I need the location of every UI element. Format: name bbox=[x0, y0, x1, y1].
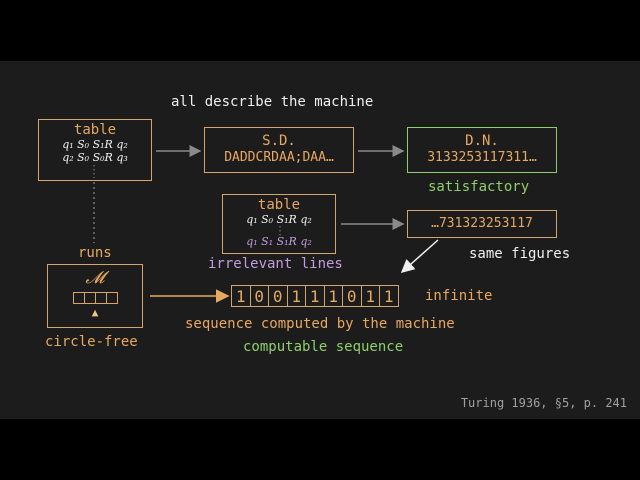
irrelevant-lines-label: irrelevant lines bbox=[208, 256, 343, 272]
tape-cell: 0 bbox=[268, 285, 288, 307]
computable-sequence-label: computable sequence bbox=[243, 339, 404, 355]
machine-tape bbox=[48, 292, 142, 304]
tape-cell: 1 bbox=[323, 285, 343, 307]
tape-cell: 0 bbox=[342, 285, 362, 307]
table-variant-line-1: q₁ S₀ S₁R q₂ bbox=[246, 213, 312, 226]
heading: all describe the machine bbox=[171, 94, 374, 110]
dn-value: 3133253117311… bbox=[427, 150, 537, 165]
table-line-1: q₁ S₀ S₁R q₂ bbox=[62, 138, 128, 151]
infinite-label: infinite bbox=[425, 288, 493, 304]
runs-label: runs bbox=[78, 245, 112, 261]
dn-tail-value: …731323253117 bbox=[431, 216, 533, 231]
machine-tape-cell bbox=[106, 292, 118, 304]
diagram-canvas bbox=[0, 61, 640, 419]
sd-box: S.D. DADDCRDAA;DAA… bbox=[204, 127, 354, 173]
table-variant-box: table q₁ S₀ S₁R q₂ q₁ S₁ S₁R q₂ bbox=[222, 194, 336, 254]
machine-box: 𝓜 ▲ bbox=[47, 264, 143, 328]
machine-head-icon: ▲ bbox=[91, 306, 99, 319]
dn-title: D.N. bbox=[465, 133, 499, 149]
tape-cell: 1 bbox=[231, 285, 251, 307]
tape-cell: 1 bbox=[379, 285, 399, 307]
table-title: table bbox=[73, 122, 117, 138]
table-variant-title: table bbox=[257, 197, 301, 213]
sequence-label: sequence computed by the machine bbox=[185, 316, 455, 332]
citation: Turing 1936, §5, p. 241 bbox=[460, 396, 627, 410]
satisfactory-label: satisfactory bbox=[428, 179, 530, 195]
tape-cell: 0 bbox=[249, 285, 269, 307]
table-variant-line-2: q₁ S₁ S₁R q₂ bbox=[246, 235, 312, 248]
same-figures-label: same figures bbox=[469, 246, 571, 262]
output-tape: 1 0 0 1 1 1 0 1 1 bbox=[231, 285, 399, 307]
tape-cell: 1 bbox=[305, 285, 325, 307]
table-box: table q₁ S₀ S₁R q₂ q₂ S₀ S₀R q₃ bbox=[38, 119, 152, 181]
sd-value: DADDCRDAA;DAA… bbox=[224, 150, 334, 165]
machine-symbol: 𝓜 bbox=[85, 268, 105, 288]
dn-tail-box: …731323253117 bbox=[407, 210, 557, 238]
tape-cell: 1 bbox=[286, 285, 306, 307]
tape-cell: 1 bbox=[360, 285, 380, 307]
circle-free-label: circle-free bbox=[45, 334, 138, 350]
table-line-2: q₂ S₀ S₀R q₃ bbox=[62, 151, 128, 164]
dn-box: D.N. 3133253117311… bbox=[407, 127, 557, 173]
arrow-dn-tail-to-tape bbox=[400, 239, 439, 273]
sd-title: S.D. bbox=[262, 133, 296, 149]
